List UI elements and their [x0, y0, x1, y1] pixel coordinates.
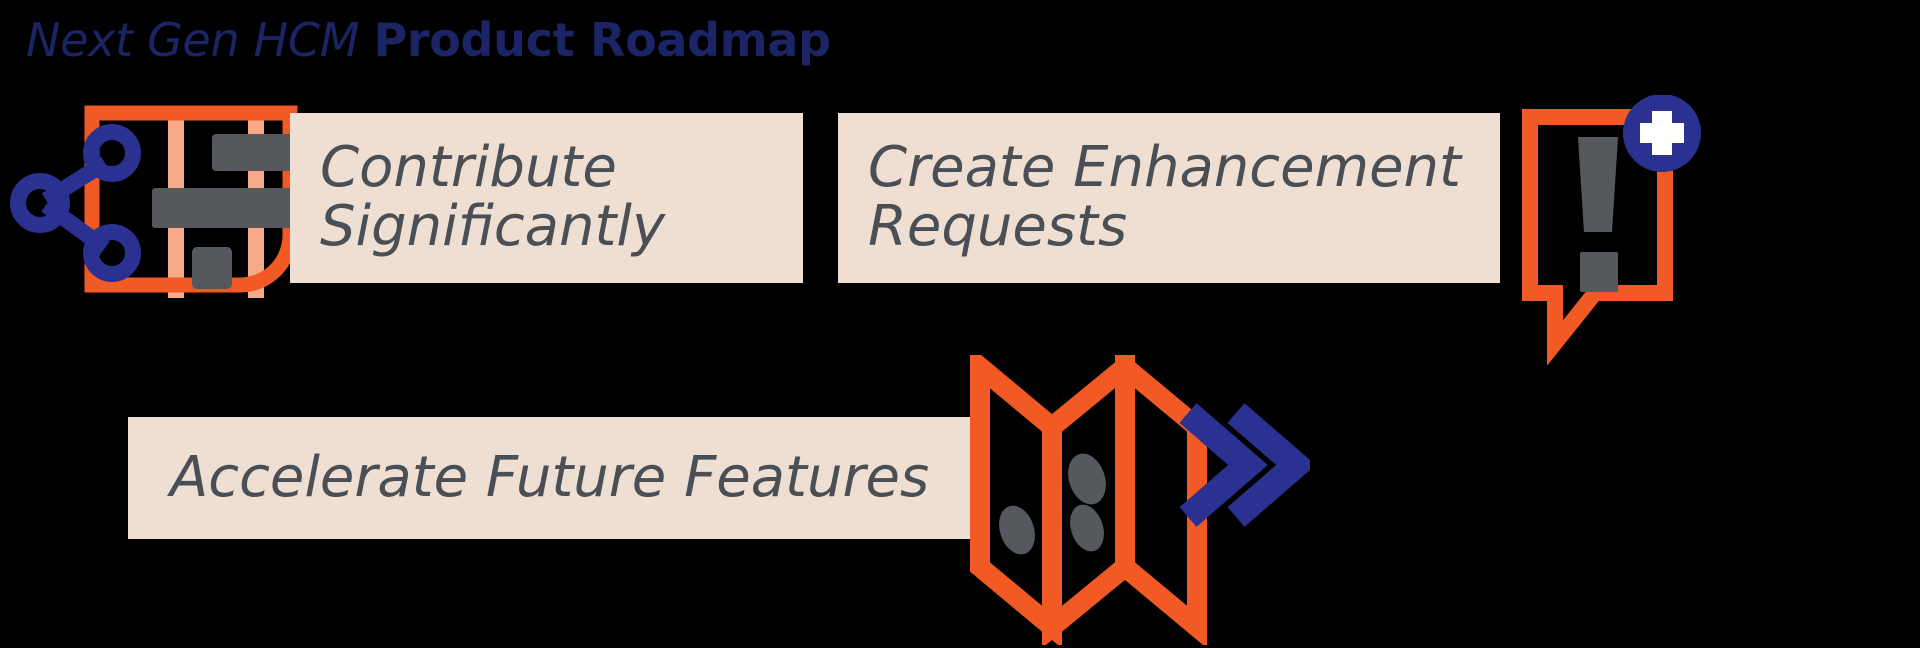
- speech-bubble-plus-icon: [1500, 94, 1720, 366]
- gantt-bar: [192, 247, 232, 289]
- card-label: Contribute Significantly: [320, 135, 666, 259]
- chevron-right-icon: [1227, 403, 1316, 527]
- card-label: Accelerate Future Features: [170, 444, 930, 510]
- folded-map-chevrons-icon: [960, 345, 1316, 648]
- map-marker: [1070, 504, 1104, 552]
- card-accelerate-future-features[interactable]: Accelerate Future Features: [128, 417, 975, 539]
- exclamation-stem: [1578, 137, 1618, 232]
- map-panel-right: [1115, 345, 1207, 648]
- exclamation-dot: [1580, 252, 1618, 292]
- plus-icon: [1640, 111, 1684, 155]
- roadmap-frame: [84, 105, 298, 293]
- card-label: Create Enhancement Requests: [868, 135, 1461, 259]
- map-marker: [999, 505, 1035, 555]
- card-create-enhancement-requests[interactable]: Create Enhancement Requests: [838, 113, 1500, 283]
- map-panel-left: [970, 345, 1062, 648]
- page-title-light: Next Gen HCM: [26, 13, 360, 67]
- gantt-bar: [152, 188, 312, 228]
- map-marker: [1068, 453, 1106, 505]
- node-ring: [10, 173, 70, 233]
- page-title-bold: Product Roadmap: [373, 13, 831, 67]
- page-title: Next Gen HCM Product Roadmap: [26, 12, 831, 68]
- gantt-bar: [212, 134, 294, 171]
- node-ring: [83, 124, 141, 182]
- folded-map: [970, 345, 1207, 648]
- chevron-right-icon: [1179, 403, 1268, 527]
- roadmap-gantt-icon: [0, 95, 312, 305]
- card-contribute-significantly[interactable]: Contribute Significantly: [290, 113, 803, 283]
- node-ring: [83, 224, 141, 282]
